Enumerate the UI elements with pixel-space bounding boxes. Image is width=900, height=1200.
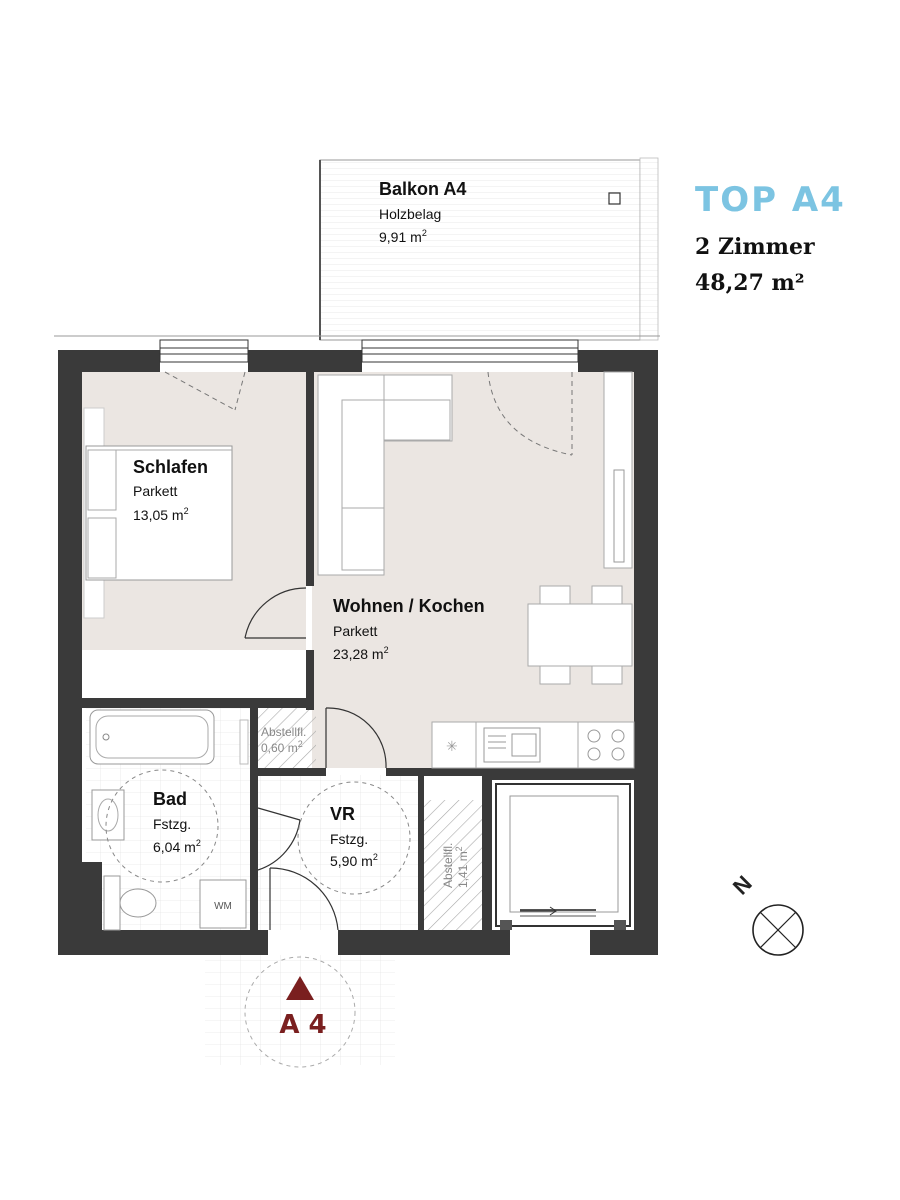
room-floor: Holzbelag: [379, 206, 441, 222]
room-floor: Fstzg.: [153, 816, 191, 832]
interior-doors: [244, 587, 387, 931]
dining-table: [527, 585, 633, 685]
room-name: VR: [330, 804, 355, 824]
label-balkon: Balkon A4 Holzbelag 9,91 m2: [379, 179, 466, 245]
compass-icon: N: [728, 871, 804, 956]
label-schlafen: Schlafen Parkett 13,05 m2: [133, 457, 208, 523]
room-name: Balkon A4: [379, 179, 466, 199]
room-name: Bad: [153, 789, 187, 809]
room-area: 1,41 m2: [454, 846, 470, 888]
windows: [159, 339, 579, 363]
entrance-area: [205, 955, 395, 1068]
label-bad: Bad Fstzg. 6,04 m2: [153, 789, 201, 855]
cooktop-icon: [587, 729, 625, 761]
compass-label: N: [728, 871, 757, 900]
entrance-marker-label: A 4: [279, 1010, 326, 1040]
rooms-count: 2 Zimmer: [695, 234, 815, 260]
sofa: [317, 374, 453, 576]
bed: [83, 407, 233, 619]
room-area: 23,28 m2: [333, 645, 389, 662]
label-abstell-2: Abstellfl. 1,41 m2: [441, 843, 470, 888]
room-floor: Fstzg.: [330, 831, 368, 847]
vr-turning-circle: [297, 781, 411, 895]
wm-label: WM: [214, 901, 232, 912]
room-floor: Parkett: [133, 483, 177, 499]
label-wohnen: Wohnen / Kochen Parkett 23,28 m2: [333, 596, 485, 662]
total-area: 48,27 m²: [695, 270, 805, 296]
room-area: 9,91 m2: [379, 228, 427, 245]
room-area: 0,60 m2: [261, 739, 303, 755]
label-abstell-1: Abstellfl. 0,60 m2: [261, 725, 306, 755]
room-area: 13,05 m2: [133, 506, 189, 523]
label-vr: VR Fstzg. 5,90 m2: [330, 804, 378, 869]
room-name: Schlafen: [133, 457, 208, 477]
room-floor: Parkett: [333, 623, 377, 639]
drain-icon: [608, 192, 621, 205]
unit-header: TOP A4 2 Zimmer 48,27 m²: [695, 180, 895, 306]
room-area: 5,90 m2: [330, 852, 378, 869]
walls: [58, 350, 658, 955]
door-swings: [164, 371, 573, 456]
room-area: 6,04 m2: [153, 838, 201, 855]
wardrobe: [603, 371, 633, 569]
kitchen: ✳: [431, 721, 635, 769]
entrance-arrow-icon: [286, 976, 314, 1000]
bathroom-fixtures: [89, 709, 249, 931]
storage-hatch-1: [258, 708, 316, 768]
balcony: [54, 157, 660, 341]
room-name: Abstellfl.: [261, 725, 306, 739]
elevator-shaft: [492, 780, 634, 930]
room-name: Wohnen / Kochen: [333, 596, 485, 616]
unit-title: TOP A4: [695, 180, 846, 220]
storage-hatch-2: [420, 800, 482, 930]
fridge-icon: ✳: [446, 739, 458, 755]
room-name: Abstellfl.: [441, 843, 455, 888]
